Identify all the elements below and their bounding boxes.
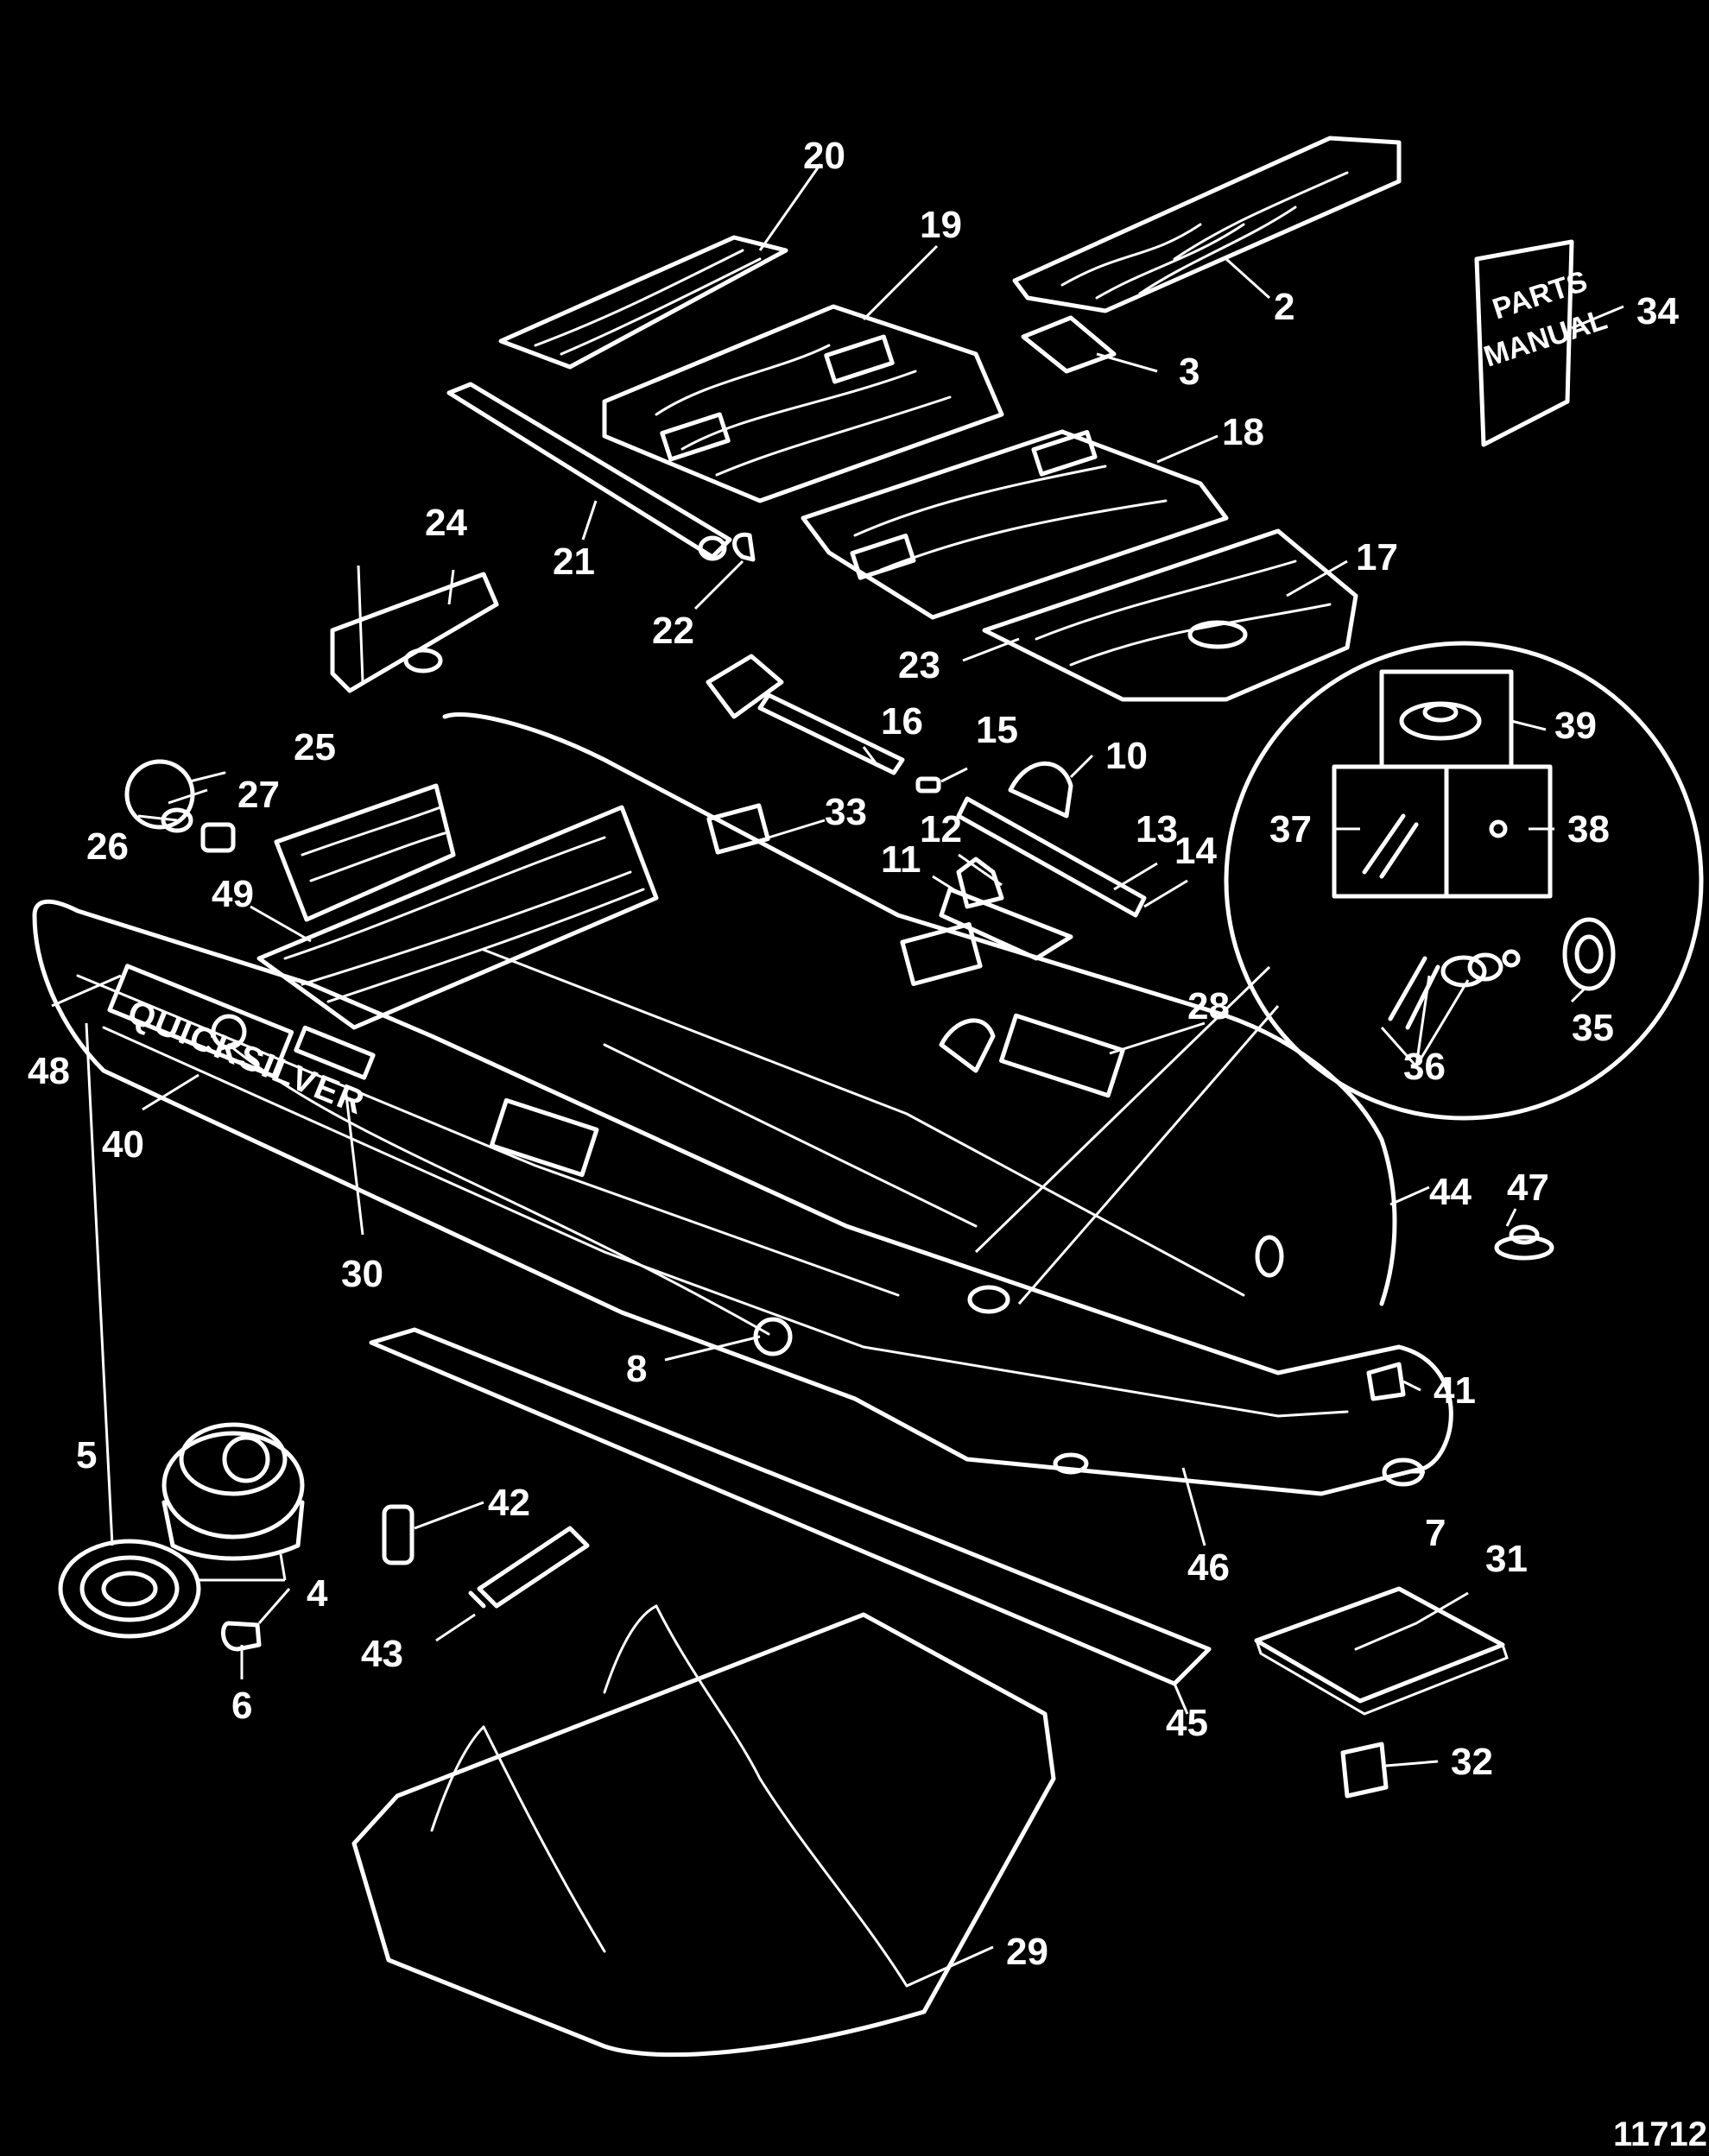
keel-strip-45 — [369, 1327, 1212, 1686]
callout-30: 30 — [341, 1253, 383, 1295]
stringer-21 — [446, 382, 732, 561]
tube-43 — [468, 1526, 590, 1609]
callout-3: 3 — [1179, 351, 1199, 393]
callout-13: 13 — [1136, 808, 1178, 850]
callout-19: 19 — [920, 204, 962, 246]
callout-45: 45 — [1166, 1702, 1208, 1744]
callout-43: 43 — [361, 1633, 403, 1675]
callout-44: 44 — [1429, 1171, 1472, 1213]
leader-lines — [51, 163, 1624, 1988]
callout-12: 12 — [920, 808, 962, 850]
callout-17: 17 — [1356, 536, 1398, 579]
reference-code: 11712 — [1613, 2115, 1707, 2153]
tape-32 — [1340, 1742, 1389, 1799]
floorboard-18 — [801, 429, 1229, 620]
callout-46: 46 — [1187, 1546, 1230, 1589]
oarlock-33 — [706, 803, 770, 855]
callout-42: 42 — [488, 1482, 530, 1524]
oar-pin-15 — [915, 776, 941, 793]
callout-35: 35 — [1572, 1007, 1614, 1049]
callout-36: 36 — [1403, 1046, 1446, 1088]
callout-22: 22 — [652, 610, 694, 652]
callout-34: 34 — [1636, 290, 1679, 332]
callout-24: 24 — [425, 502, 467, 544]
callout-48: 48 — [28, 1050, 70, 1092]
callout-16: 16 — [881, 700, 923, 743]
repair-kit-31 — [1254, 1586, 1509, 1716]
callout-20: 20 — [803, 135, 845, 177]
callout-11: 11 — [881, 838, 921, 881]
callout-39: 39 — [1554, 705, 1597, 747]
boat-hull: QUICKSILVER — [32, 712, 1453, 1496]
oar-16 — [706, 654, 905, 775]
glue-42 — [382, 1504, 415, 1565]
floorboard-17 — [982, 528, 1358, 702]
callout-15: 15 — [976, 709, 1018, 751]
oarlock-pad-2 — [900, 921, 983, 987]
callout-23: 23 — [898, 644, 940, 686]
adapter-6 — [220, 1621, 262, 1652]
seat-49 — [256, 805, 659, 1030]
floorboard-bracket-3 — [1021, 315, 1117, 374]
manual-34: PARTS MANUAL — [1474, 239, 1611, 447]
callout-47: 47 — [1507, 1167, 1549, 1209]
callout-4: 4 — [307, 1572, 328, 1615]
callout-26: 26 — [86, 825, 129, 868]
callout-41: 41 — [1434, 1369, 1476, 1412]
callout-25: 25 — [294, 726, 336, 768]
callout-49: 49 — [212, 873, 254, 915]
callout-8: 8 — [626, 1348, 647, 1390]
floorboard-2 — [1012, 136, 1402, 313]
callout-31: 31 — [1485, 1538, 1528, 1580]
callout-27: 27 — [237, 774, 280, 816]
hose-5 — [58, 1539, 201, 1639]
pump-26-27 — [124, 759, 236, 853]
stringer-cap-22 — [732, 532, 756, 562]
oarlock-pad — [489, 1097, 599, 1178]
callout-28: 28 — [1187, 985, 1230, 1027]
callout-labels: 2 3 4 5 6 7 8 10 11 12 13 14 15 16 17 18… — [28, 135, 1679, 1973]
callout-37: 37 — [1269, 808, 1312, 850]
valve-cap-47 — [1494, 1224, 1554, 1261]
callout-29: 29 — [1006, 1931, 1048, 1973]
oar-holder-24 — [330, 572, 499, 693]
pump-4 — [161, 1422, 305, 1561]
floorboard-20 — [498, 235, 788, 370]
oar-10-14 — [939, 761, 1147, 961]
callout-33: 33 — [825, 791, 867, 833]
floorboard-19 — [602, 304, 1004, 503]
callout-6: 6 — [231, 1685, 252, 1727]
seat-25 — [274, 783, 456, 922]
callout-5: 5 — [76, 1434, 97, 1476]
callout-18: 18 — [1222, 411, 1264, 453]
callout-40: 40 — [102, 1123, 144, 1166]
callout-38: 38 — [1567, 808, 1610, 850]
callout-32: 32 — [1451, 1741, 1493, 1783]
callout-7: 7 — [1425, 1512, 1446, 1554]
valve-detail-inset — [974, 641, 1704, 1305]
callout-21: 21 — [553, 541, 595, 583]
callout-14: 14 — [1174, 830, 1217, 872]
bag-29 — [351, 1604, 1056, 2058]
callout-10: 10 — [1105, 735, 1148, 777]
callout-2: 2 — [1274, 286, 1294, 328]
